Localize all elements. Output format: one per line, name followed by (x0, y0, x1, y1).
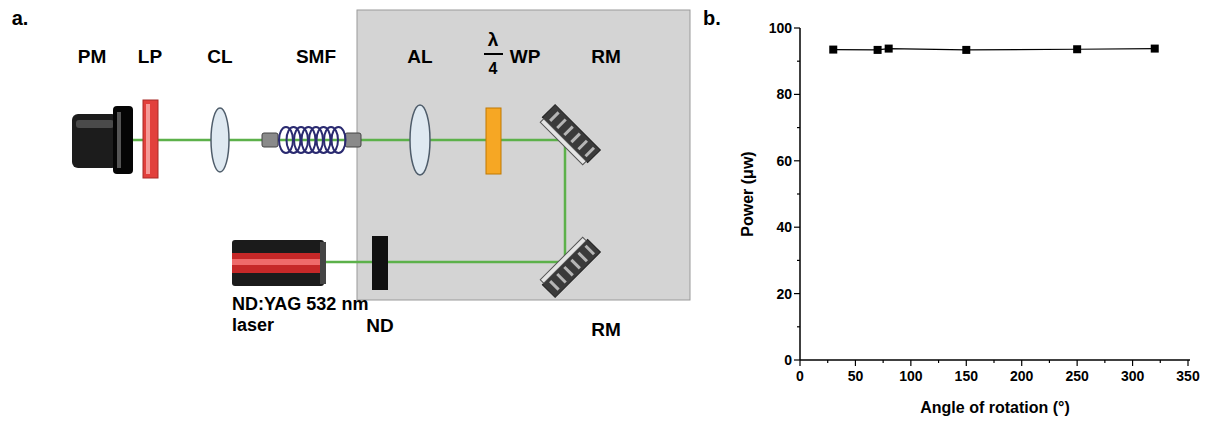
tick-label: 200 (1010, 368, 1033, 384)
x-tick (1049, 360, 1050, 363)
axis-title: Angle of rotation (°) (920, 399, 1069, 417)
tick-label: 40 (776, 219, 792, 235)
part-label: λ (488, 29, 499, 51)
polariser-highlight (146, 104, 150, 174)
panel-letter: a. (12, 7, 29, 30)
y-tick (794, 27, 800, 28)
y-tick (794, 94, 800, 95)
fiber-connector (345, 133, 361, 147)
x-tick (1132, 360, 1133, 366)
y-tick (797, 61, 800, 62)
power-meter-head (113, 106, 133, 174)
fiber-coil (279, 127, 346, 153)
data-point (885, 45, 893, 53)
data-point (1151, 45, 1159, 53)
x-tick (855, 360, 856, 366)
tick-label: 0 (796, 368, 804, 384)
tick-label: 80 (776, 86, 792, 102)
wave-plate (486, 108, 501, 174)
y-tick (797, 127, 800, 128)
data-point (962, 46, 970, 54)
part-label: ND (366, 315, 393, 337)
x-tick (1021, 360, 1022, 366)
enclosure-box (357, 10, 690, 300)
part-label: SMF (296, 46, 336, 68)
tick-label: 0 (784, 352, 792, 368)
laser-band (232, 253, 324, 273)
x-tick (938, 360, 939, 363)
reflecting-mirror (539, 105, 601, 167)
tick-label: 350 (1176, 368, 1199, 384)
x-tick (883, 360, 884, 363)
tick-label: 100 (899, 368, 922, 384)
y-tick (797, 193, 800, 194)
tick-label: 20 (776, 286, 792, 302)
part-label: WP (510, 46, 541, 68)
axis-ticks (794, 28, 1188, 366)
data-series (829, 45, 1158, 54)
tick-label: 300 (1121, 368, 1144, 384)
power-meter-highlight (76, 120, 114, 128)
fiber-loop (332, 127, 346, 153)
data-point (874, 46, 882, 54)
reflecting-mirror (539, 236, 601, 298)
aspheric-lens (410, 105, 430, 175)
x-tick (1160, 360, 1161, 363)
laser-highlight (232, 259, 324, 265)
x-tick (1104, 360, 1105, 363)
fiber-connector (262, 133, 278, 147)
part-label: CL (207, 46, 232, 68)
linear-polariser (143, 100, 158, 178)
x-tick (910, 360, 911, 366)
part-label: LP (138, 46, 162, 68)
tick-label: 150 (955, 368, 978, 384)
part-label: RM (591, 46, 621, 68)
tick-label: 250 (1065, 368, 1088, 384)
collimating-lens (211, 108, 229, 172)
power-meter (72, 114, 118, 168)
tick-label: 50 (848, 368, 864, 384)
laser-body (232, 240, 324, 286)
x-tick (827, 360, 828, 363)
laser-aperture (320, 242, 326, 284)
axis-title: Power (μw) (739, 151, 757, 236)
tick-label: 100 (769, 20, 792, 36)
part-label: PM (78, 46, 107, 68)
nd-filter (372, 236, 388, 290)
tick-label: 60 (776, 153, 792, 169)
y-tick (794, 293, 800, 294)
fraction-bar (484, 53, 503, 55)
panel-letter: b. (703, 7, 721, 30)
y-tick (797, 326, 800, 327)
power-meter-highlight (117, 112, 121, 168)
x-tick (966, 360, 967, 366)
part-label: RM (591, 319, 621, 341)
data-point (1073, 45, 1081, 53)
part-label: AL (407, 46, 432, 68)
x-tick (799, 360, 800, 366)
x-tick (1077, 360, 1078, 366)
y-tick (797, 260, 800, 261)
x-tick (1187, 360, 1188, 366)
data-point (829, 46, 837, 54)
y-tick (794, 227, 800, 228)
x-tick (993, 360, 994, 363)
y-tick (794, 160, 800, 161)
part-label: 4 (489, 60, 498, 78)
x-axis (800, 359, 1190, 361)
y-tick (794, 359, 800, 360)
